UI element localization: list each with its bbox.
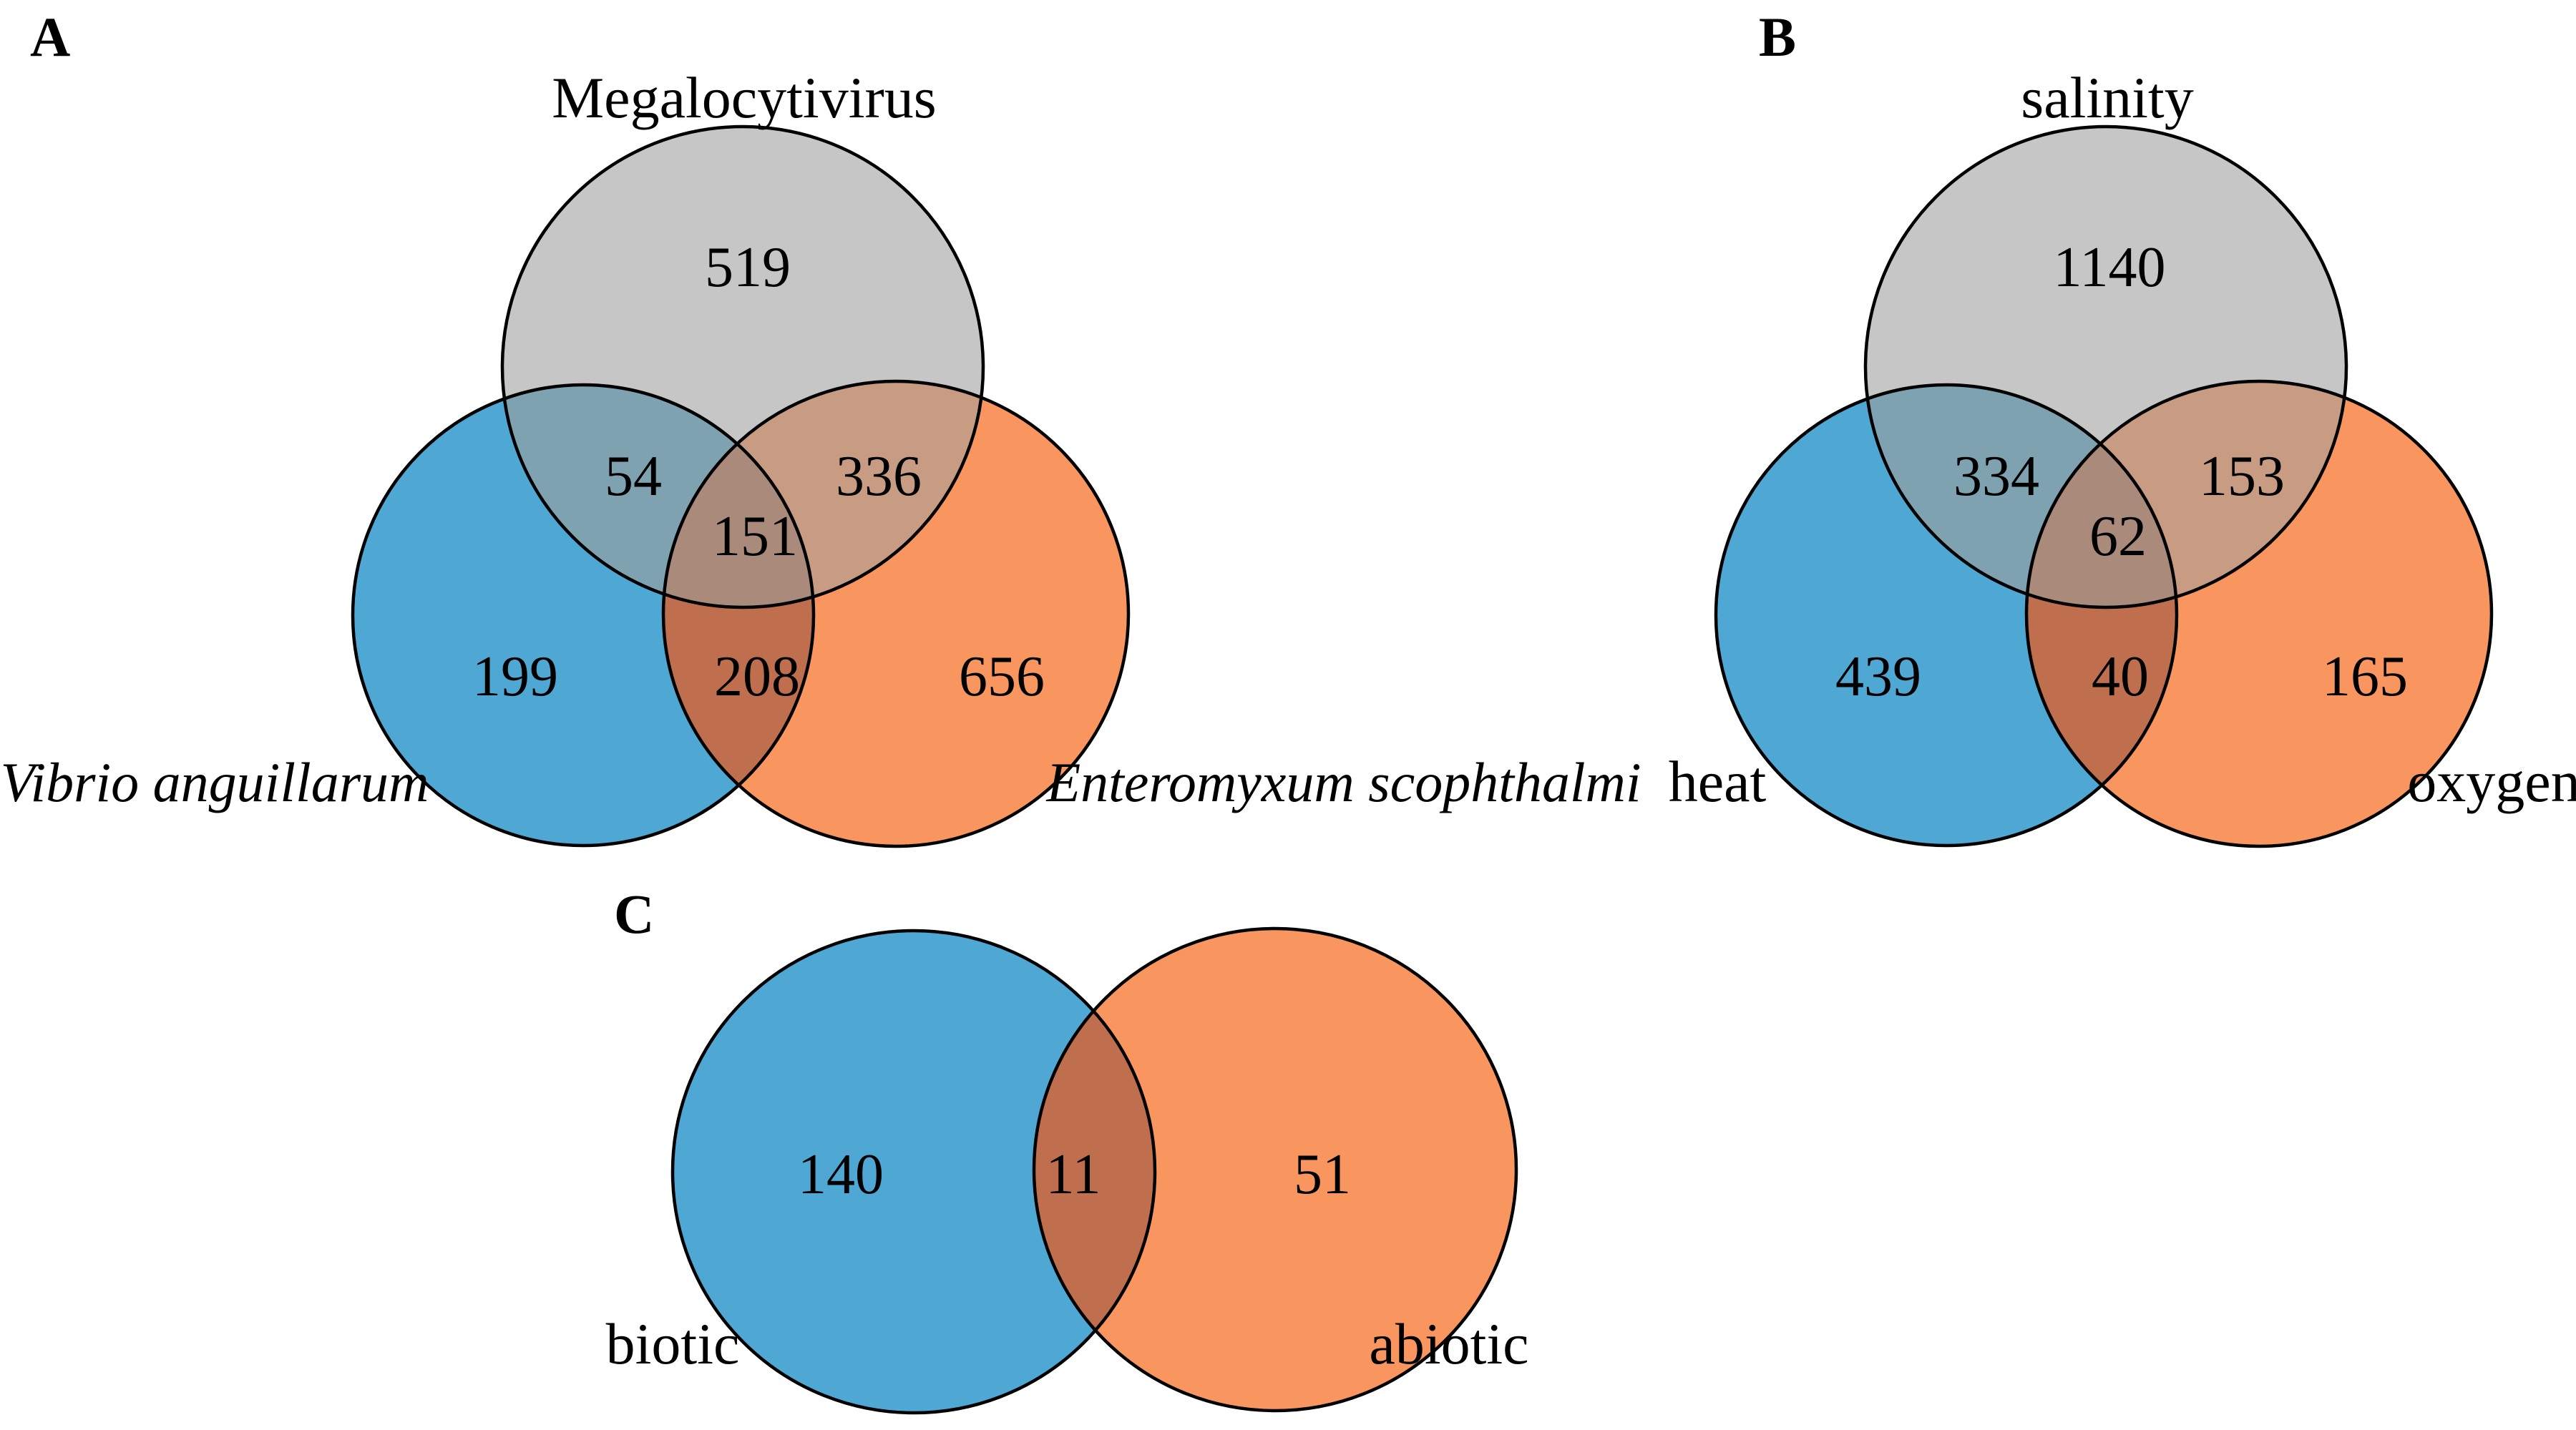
set-label-heat: heat: [1669, 749, 1767, 814]
outline-abiotic: [1032, 926, 1518, 1413]
value-b-top-only: 1140: [2053, 236, 2165, 299]
set-label-vibrio-anguillarum: Vibrio anguillarum: [1, 751, 429, 813]
panel-letter-a: A: [30, 6, 70, 68]
value-b-right-only: 165: [2322, 645, 2408, 708]
value-a-top-right: 336: [836, 445, 922, 508]
set-label-abiotic: abiotic: [1369, 1311, 1528, 1376]
value-a-top-only: 519: [705, 236, 791, 299]
outline-biotic: [670, 929, 1157, 1415]
value-a-center: 151: [712, 505, 798, 568]
value-b-center: 62: [2089, 505, 2147, 568]
value-a-left-only: 199: [472, 645, 558, 708]
outline-salinity: [1863, 124, 2348, 609]
value-a-left-right: 208: [714, 645, 800, 708]
value-a-top-left: 54: [605, 445, 662, 508]
value-b-left-only: 439: [1835, 645, 1921, 708]
value-c-right-only: 51: [1294, 1143, 1351, 1206]
venn-panel-a: A Megalocytivirus Vibrio anguillarum Ent…: [1, 6, 1641, 848]
value-b-left-right: 40: [2092, 645, 2149, 708]
value-b-top-left: 334: [1953, 445, 2039, 508]
venn-panel-c: C biotic abiotic 140 11 51: [606, 883, 1529, 1415]
panel-letter-c: C: [614, 883, 654, 945]
outline-heat: [1714, 383, 2179, 848]
outline-enteromyxum-scophthalmi: [661, 379, 1131, 848]
circle-abiotic: [1034, 929, 1516, 1411]
set-label-salinity: salinity: [2021, 65, 2193, 130]
circle-biotic: [673, 931, 1155, 1413]
value-b-top-right: 153: [2199, 445, 2285, 508]
outline-oxygen: [2024, 379, 2494, 848]
set-label-oxygen: oxygen: [2407, 749, 2576, 814]
outline-megalocytivirus: [500, 124, 985, 609]
outline-vibrio-anguillarum: [351, 383, 816, 848]
venn-panel-b: B salinity heat oxygen 1140 334 153 62 4…: [1669, 6, 2576, 848]
set-label-megalocytivirus: Megalocytivirus: [552, 65, 936, 130]
panel-letter-b: B: [1759, 6, 1796, 68]
set-label-biotic: biotic: [606, 1311, 740, 1376]
value-c-center: 11: [1045, 1143, 1101, 1206]
value-c-left-only: 140: [798, 1143, 884, 1206]
set-label-enteromyxum-scophthalmi: Enteromyxum scophthalmi: [1045, 751, 1641, 813]
value-a-right-only: 656: [959, 645, 1045, 708]
